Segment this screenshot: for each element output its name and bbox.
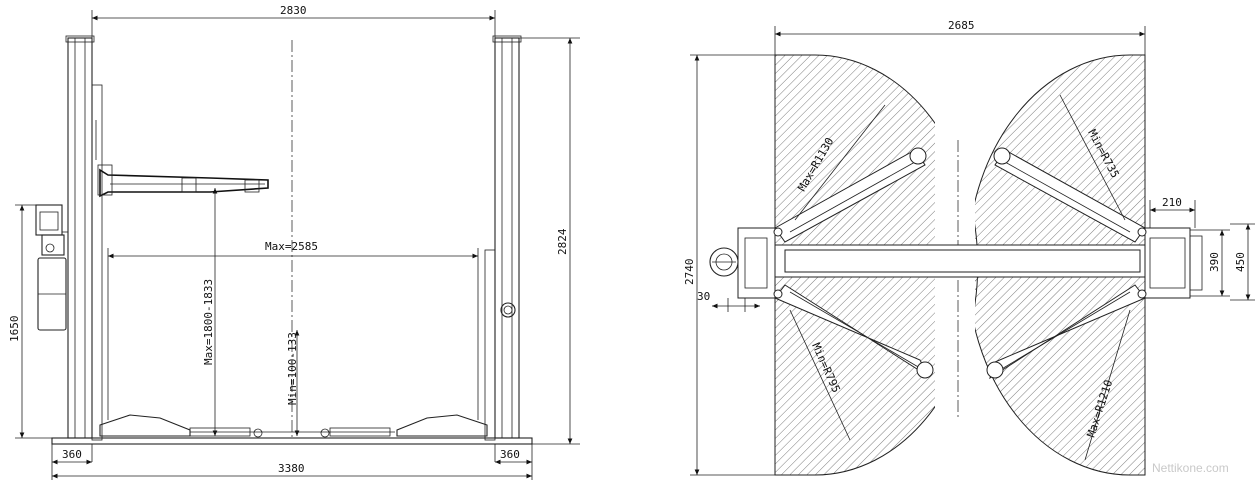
power-unit — [35, 204, 68, 331]
swing-arms — [774, 149, 1146, 380]
right-column — [494, 37, 520, 439]
lift-pad-icon — [993, 147, 1011, 165]
top-view: 2685 2740 30 210 390 — [683, 19, 1255, 476]
base-width-label: 3380 — [278, 462, 305, 475]
lowered-arms — [99, 414, 488, 438]
lift-pad-icon — [909, 147, 927, 165]
top-overall-length-label: 2740 — [683, 259, 696, 286]
lift-height-min-label: Min=100-133 — [286, 332, 299, 405]
safety-release-knob — [500, 302, 516, 318]
base-depth-label: 450 — [1234, 252, 1247, 272]
left-column — [67, 37, 93, 439]
pad-offset-label: 30 — [697, 290, 710, 303]
front-view: 2830 Max=1800-1833 — [8, 4, 580, 480]
lift-height-max-label: Max=1800-1833 — [202, 279, 215, 365]
base-plate — [51, 437, 533, 445]
inner-width-max-label: Max=2585 — [265, 240, 318, 253]
lift-pad-icon — [986, 361, 1004, 379]
watermark: Nettikone.com — [1152, 461, 1229, 475]
right-column-top — [1144, 227, 1191, 299]
motor-icon — [709, 247, 739, 277]
left-column-top — [737, 227, 776, 299]
column-depth-label: 390 — [1208, 252, 1221, 272]
left-offset-label: 360 — [62, 448, 82, 461]
column-offset-label: 210 — [1162, 196, 1182, 209]
right-offset-label: 360 — [500, 448, 520, 461]
top-overall-width-label: 2685 — [948, 19, 975, 32]
power-unit-height-label: 1650 — [8, 316, 21, 343]
front-overall-width-label: 2830 — [280, 4, 307, 17]
raised-arm — [97, 164, 269, 198]
lift-pad-icon — [916, 361, 934, 379]
column-height-label: 2824 — [556, 228, 569, 255]
